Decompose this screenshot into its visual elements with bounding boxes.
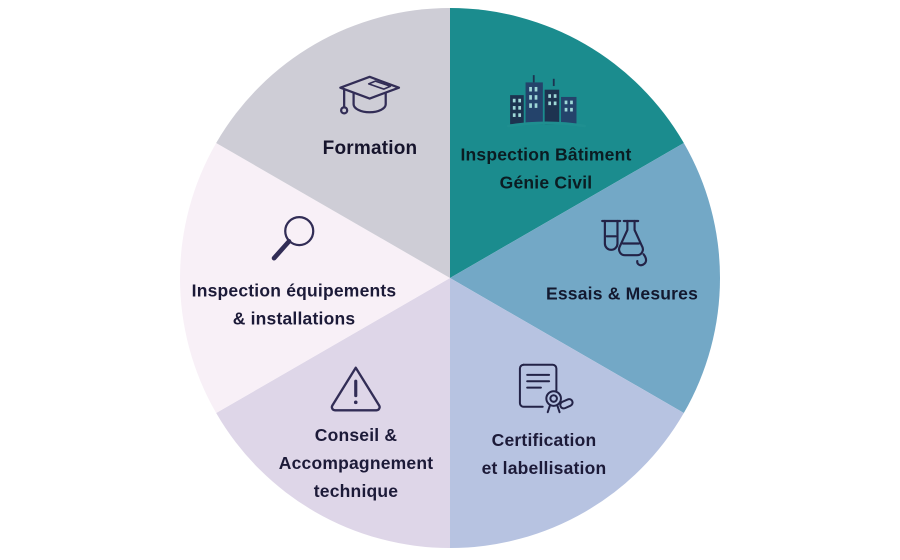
segment-label-line: Accompagnement xyxy=(278,453,434,473)
pie-slice-2 xyxy=(450,278,684,548)
certificate-seal-icon xyxy=(513,360,575,417)
city-buildings-icon xyxy=(506,72,586,132)
magnifying-glass-icon xyxy=(266,212,322,268)
segment-essais-mesures: Essais & Mesures xyxy=(546,217,698,308)
segment-label-line: technique xyxy=(313,481,399,501)
segment-label-line: Formation xyxy=(322,138,418,159)
lab-flasks-icon xyxy=(593,217,651,271)
pie-slice-5 xyxy=(216,8,450,278)
segment-conseil: Conseil & Accompagnement technique xyxy=(279,363,434,505)
pie-slice-4 xyxy=(179,143,450,413)
segment-label-line: Certification xyxy=(491,430,597,450)
segment-label-line: Inspection Bâtiment xyxy=(460,144,632,165)
warning-triangle-icon xyxy=(329,363,383,412)
segment-label-line: et labellisation xyxy=(481,458,607,478)
segment-inspection-equipements: Inspection équipements & installations xyxy=(192,212,397,333)
segment-label-line: Conseil & xyxy=(314,425,398,445)
segment-label-line: Génie Civil xyxy=(499,172,593,193)
pie-slice-1 xyxy=(450,143,721,413)
segment-inspection-batiment: Inspection Bâtiment Génie Civil xyxy=(460,72,631,197)
segment-formation: Formation xyxy=(323,73,418,163)
segment-certification: Certification et labellisation xyxy=(482,360,607,482)
segment-label-line: & installations xyxy=(232,308,356,329)
segment-label-line: Essais & Mesures xyxy=(545,283,699,304)
segment-label-line: Inspection équipements xyxy=(191,280,397,301)
pie-slice-0 xyxy=(450,8,684,278)
graduation-cap-icon xyxy=(336,73,404,126)
pie-slice-3 xyxy=(216,278,450,548)
